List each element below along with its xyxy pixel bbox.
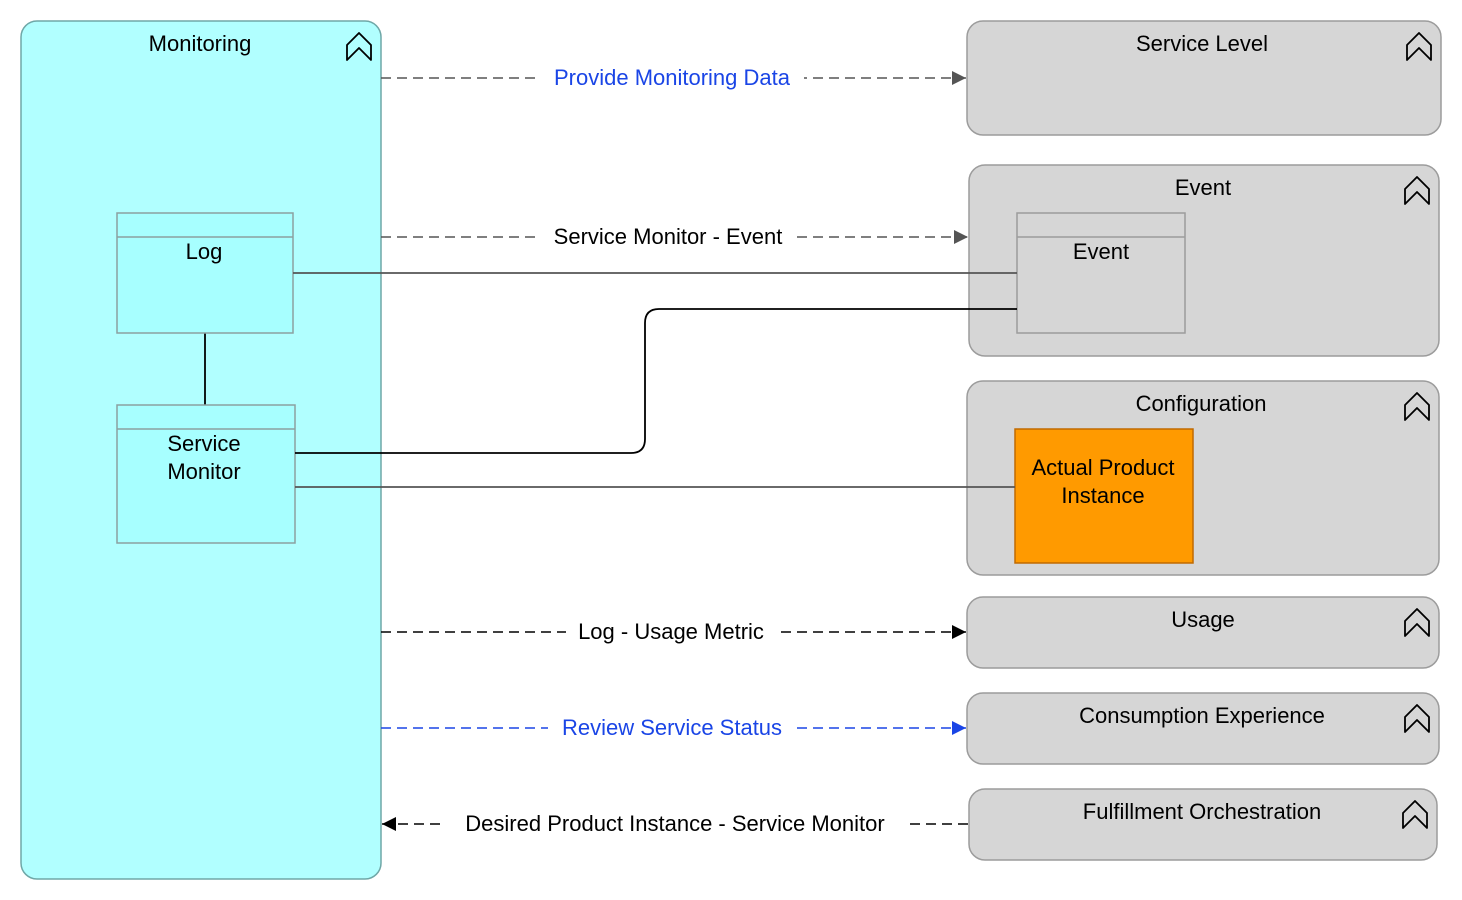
relation-desired-product-instance[interactable]: Desired Product Instance - Service Monit… [382,808,968,840]
desired-product-instance-label: Desired Product Instance - Service Monit… [465,811,884,836]
fulfillment-orchestration-title: Fulfillment Orchestration [1083,799,1321,824]
relation-log-usage-metric[interactable]: Log - Usage Metric [381,616,966,648]
log-label: Log [186,239,223,264]
configuration-title: Configuration [1136,391,1267,416]
collapse-chevron-icon[interactable] [1404,608,1430,637]
provide-monitoring-data-label: Provide Monitoring Data [554,65,791,90]
actual-product-instance-label-line2: Instance [1061,483,1144,508]
consumption-experience-title: Consumption Experience [1079,703,1325,728]
service-monitor-label-line2: Monitor [167,459,240,484]
event-entity[interactable]: Event [1016,212,1186,334]
service-level-title: Service Level [1136,31,1268,56]
event-group-title: Event [1175,175,1231,200]
collapse-chevron-icon[interactable] [1404,392,1430,421]
actual-product-instance-label-line1: Actual Product [1031,455,1174,480]
service-level-group[interactable]: Service Level [966,20,1442,136]
consumption-experience-group[interactable]: Consumption Experience [966,692,1440,765]
service-monitor-label-line1: Service [167,431,240,456]
actual-product-instance-entity[interactable]: Actual Product Instance [1014,428,1194,564]
log-usage-metric-label: Log - Usage Metric [578,619,764,644]
relation-review-service-status[interactable]: Review Service Status [381,712,966,744]
log-entity[interactable]: Log [116,212,294,334]
collapse-chevron-icon[interactable] [1402,800,1428,829]
fulfillment-orchestration-group[interactable]: Fulfillment Orchestration [968,788,1438,861]
collapse-chevron-icon[interactable] [1406,32,1432,61]
service-monitor-event-connector [295,308,1017,454]
collapse-chevron-icon[interactable] [346,32,372,61]
usage-group[interactable]: Usage [966,596,1440,669]
relation-service-monitor-event[interactable]: Service Monitor - Event [381,221,968,253]
service-monitor-event-label: Service Monitor - Event [554,224,783,249]
collapse-chevron-icon[interactable] [1404,704,1430,733]
service-monitor-entity[interactable]: Service Monitor [116,404,296,544]
review-service-status-label: Review Service Status [562,715,782,740]
usage-title: Usage [1171,607,1235,632]
monitoring-title: Monitoring [149,31,252,56]
event-entity-label: Event [1073,239,1129,264]
relation-provide-monitoring-data[interactable]: Provide Monitoring Data [381,62,966,94]
collapse-chevron-icon[interactable] [1404,176,1430,205]
